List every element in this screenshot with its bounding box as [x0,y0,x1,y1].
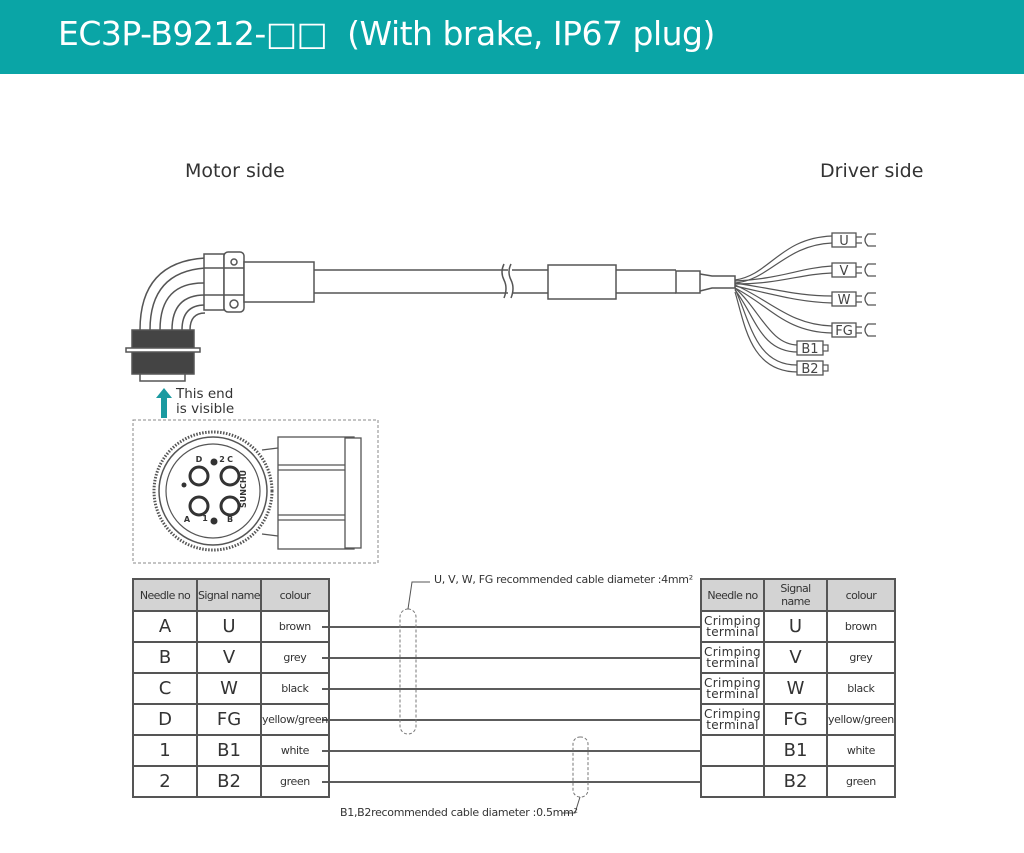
needle-cell [700,734,765,767]
main-cable [243,261,736,303]
signal-cell: FG [763,703,828,736]
motor-connector-elbow [125,251,245,382]
signal-cell: V [196,641,262,674]
colour-cell: brown [260,610,330,643]
motor-side-label: Motor side [185,160,285,182]
signal-cell: U [763,610,828,643]
colour-cell: yellow/green [260,703,330,736]
pin-terminal-icon [822,364,829,372]
signal-cell: B1 [763,734,828,767]
brake-cable-note: B1,B2recommended cable diameter :0.5mm² [340,806,578,819]
needle-cell: Crimping terminal [700,610,765,643]
pin-label-2: 2 [219,455,225,464]
visible-note-line2: is visible [176,401,235,417]
colour-cell: green [260,765,330,798]
signal-cell: B2 [763,765,828,798]
colour-cell: black [826,672,896,705]
needle-cell: Crimping terminal [700,641,765,674]
fork-lug-icon [856,263,876,277]
header-needle-no: Needle no [132,578,198,612]
arrow-up-icon [156,388,172,418]
fork-lug-icon [856,292,876,306]
table-wires [322,626,701,783]
fork-lug-icon [856,233,876,247]
needle-cell: 1 [132,734,198,767]
terminal-label: U [839,234,849,249]
needle-cell: B [132,641,198,674]
terminal-b1: B1 [796,340,829,357]
terminal-w: W [831,291,876,308]
brake-cable-group-marker [572,736,589,798]
colour-cell: white [260,734,330,767]
colour-cell: grey [826,641,896,674]
connector-face-view [132,419,379,564]
terminal-label: FG [835,324,853,339]
terminal-fg: FG [831,322,876,339]
breakout-wires [734,235,833,373]
fork-lug-icon [856,323,876,337]
pin-label-c: C [227,455,233,464]
pin-label-b: B [227,515,233,524]
needle-cell: Crimping terminal [700,672,765,705]
needle-cell: 2 [132,765,198,798]
colour-cell: grey [260,641,330,674]
colour-cell: brown [826,610,896,643]
terminal-label: B2 [801,362,818,377]
header-colour: colour [826,578,896,612]
needle-cell: Crimping terminal [700,703,765,736]
colour-cell: white [826,734,896,767]
signal-cell: B2 [196,765,262,798]
terminal-u: U [831,232,876,249]
needle-cell [700,765,765,798]
signal-cell: B1 [196,734,262,767]
connector-brand-text: SUNCHU [239,470,248,508]
needle-cell: A [132,610,198,643]
driver-side-pin-table: Needle no Signal name colour Crimping te… [700,578,896,798]
terminal-b2: B2 [796,360,829,377]
colour-cell: green [826,765,896,798]
colour-cell: yellow/green [826,703,896,736]
visible-note-line1: This end [176,386,234,402]
pin-label-a: A [184,515,191,524]
needle-cell: D [132,703,198,736]
visible-end-note: This end is visible [176,387,234,417]
header-colour: colour [260,578,330,612]
header-signal-name: Signal name [196,578,262,612]
colour-cell: black [260,672,330,705]
terminal-label: V [840,264,849,279]
header-needle-no: Needle no [700,578,765,612]
pin-label-1: 1 [202,514,208,523]
signal-cell: W [763,672,828,705]
signal-cell: U [196,610,262,643]
needle-cell: C [132,672,198,705]
terminal-label: W [838,293,851,308]
terminal-v: V [831,262,876,279]
title-banner: EC3P-B9212-□□ (With brake, IP67 plug) [0,0,1024,74]
signal-cell: FG [196,703,262,736]
signal-cell: W [196,672,262,705]
power-cable-note: U, V, W, FG recommended cable diameter :… [434,573,693,586]
header-signal-name: Signal name [763,578,828,612]
page-title: EC3P-B9212-□□ (With brake, IP67 plug) [58,14,715,53]
pin-label-d: D [196,455,203,464]
terminal-label: B1 [801,342,818,357]
signal-cell: V [763,641,828,674]
driver-side-label: Driver side [820,160,924,182]
pin-terminal-icon [822,344,829,352]
